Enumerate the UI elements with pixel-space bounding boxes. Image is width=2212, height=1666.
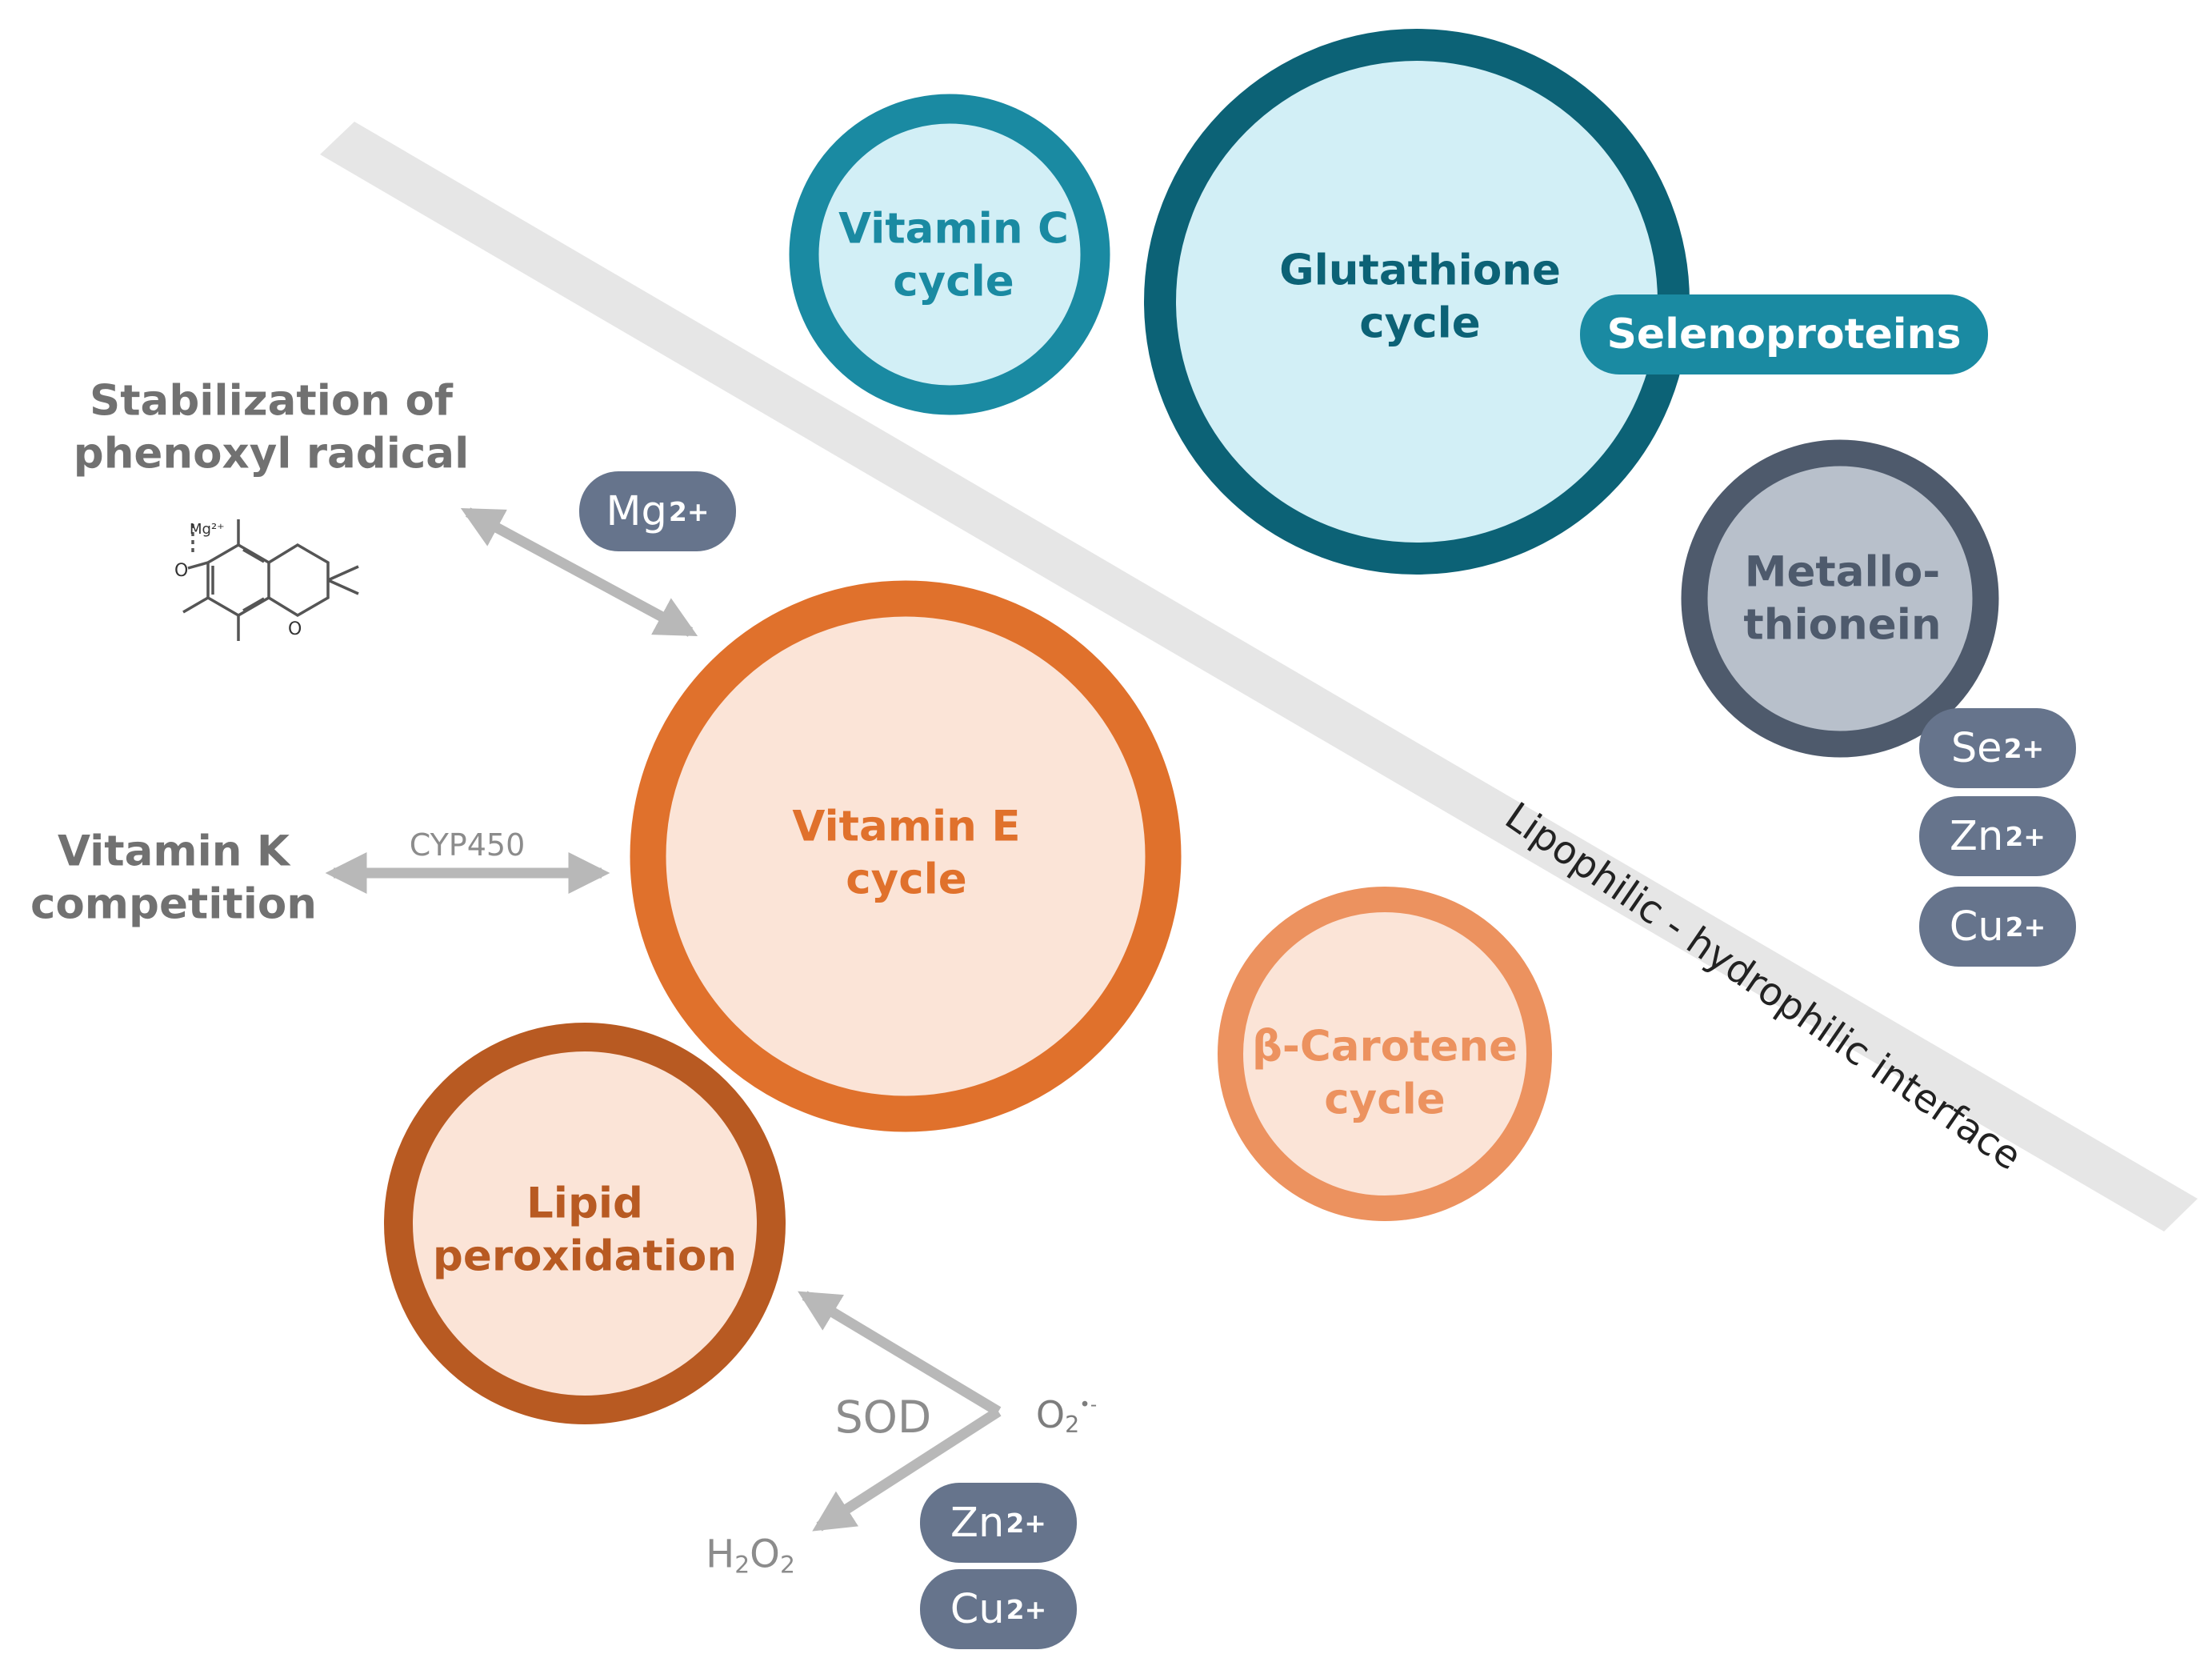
beta-carotene-label-line-2: cycle <box>1324 1075 1446 1123</box>
beta-carotene-cycle-circle <box>1218 887 1552 1221</box>
molecule-oxygen-label: O <box>174 561 188 581</box>
vitamin-e-cycle-label: Vitamin E cycle <box>792 800 1020 905</box>
lipid-peroxidation-circle <box>384 1023 786 1424</box>
molecule-mg-label: Mg²⁺ <box>190 521 225 538</box>
lipophilic-hydrophilic-interface-band <box>320 122 2198 1231</box>
zn-ion-charge: 2+ <box>2005 820 2046 852</box>
sod-zn-ion-charge: 2+ <box>1006 1507 1046 1539</box>
lipid-peroxidation-label: Lipid peroxidation <box>433 1177 737 1282</box>
peroxide-subscript-2: 2 <box>779 1551 795 1580</box>
glutathione-cycle-label: Glutathione cycle <box>1279 244 1561 349</box>
glutathione-label-line-1: Glutathione <box>1279 246 1561 295</box>
superoxide-superscript: •- <box>1079 1395 1098 1416</box>
beta-carotene-label-line-1: β-Carotene <box>1251 1022 1518 1071</box>
sod-cu-ion-symbol: Cu <box>950 1585 1005 1633</box>
se-ion-symbol: Se <box>1950 724 2002 772</box>
sod-zn-ion-symbol: Zn <box>950 1499 1005 1547</box>
selenoproteins-badge: Selenoproteins <box>1580 294 1988 374</box>
selenoproteins-label: Selenoproteins <box>1606 310 1962 358</box>
stabilization-label-line-1: Stabilization of <box>90 376 453 426</box>
superoxide-to-peroxide-arrow <box>812 1407 1002 1532</box>
chromanol-molecule-structure <box>182 519 359 641</box>
vitamin-k-label-line-1: Vitamin K <box>58 827 290 876</box>
vitamin-c-cycle-circle <box>789 94 1110 415</box>
stabilization-label-line-2: phenoxyl radical <box>73 429 470 478</box>
stabilization-label: Stabilization of phenoxyl radical <box>74 374 469 479</box>
cu-ion-charge: 2+ <box>2005 911 2046 943</box>
vitamin-e-label-line-2: cycle <box>846 855 967 903</box>
metallothionein-label-line-2: thionein <box>1743 600 1942 649</box>
sod-label: SOD <box>834 1392 932 1443</box>
sod-cu-ion-charge: 2+ <box>1006 1593 1047 1625</box>
metallothionein-circle <box>1681 439 1999 758</box>
lipid-peroxidation-label-line-1: Lipid <box>526 1179 643 1228</box>
vitamin-c-label-line-2: cycle <box>893 257 1014 306</box>
mg-ion-charge: 2+ <box>668 495 710 527</box>
zn-ion-symbol: Zn <box>1950 812 2004 860</box>
superoxide-subscript: 2 <box>1065 1412 1080 1439</box>
vitamin-e-label-line-1: Vitamin E <box>792 802 1021 851</box>
mg-ion-symbol: Mg <box>606 487 667 535</box>
metallothionein-label-line-1: Metallo- <box>1744 547 1941 597</box>
vitamin-c-label-line-1: Vitamin C <box>838 204 1069 254</box>
superoxide-label: O2•- <box>1036 1393 1097 1438</box>
beta-carotene-cycle-label: β-Carotene cycle <box>1252 1020 1518 1125</box>
cu-ion-symbol: Cu <box>1949 903 2004 951</box>
lipid-peroxidation-label-line-2: peroxidation <box>432 1231 738 1280</box>
glutathione-label-line-2: cycle <box>1359 298 1481 347</box>
peroxide-subscript-1: 2 <box>734 1551 750 1580</box>
se-ion-charge: 2+ <box>2003 732 2045 764</box>
metallothionein-label: Metallo- thionein <box>1743 546 1941 651</box>
vitamin-k-competition-label: Vitamin K competition <box>30 825 317 930</box>
peroxide-h: H <box>706 1532 735 1577</box>
molecule-ring-oxygen-label: O <box>288 619 302 639</box>
superoxide-to-lipid-arrow <box>798 1291 1002 1416</box>
hydrogen-peroxide-label: H2O2 <box>706 1532 795 1580</box>
superoxide-base: O <box>1035 1392 1066 1436</box>
vitamin-k-label-line-2: competition <box>30 879 318 928</box>
vitamin-e-cycle-circle <box>630 580 1182 1132</box>
peroxide-o: O <box>750 1532 780 1577</box>
stabilization-arrow <box>460 507 698 637</box>
vitamin-c-cycle-label: Vitamin C cycle <box>838 202 1069 307</box>
cyp450-label: CYP450 <box>409 827 526 863</box>
